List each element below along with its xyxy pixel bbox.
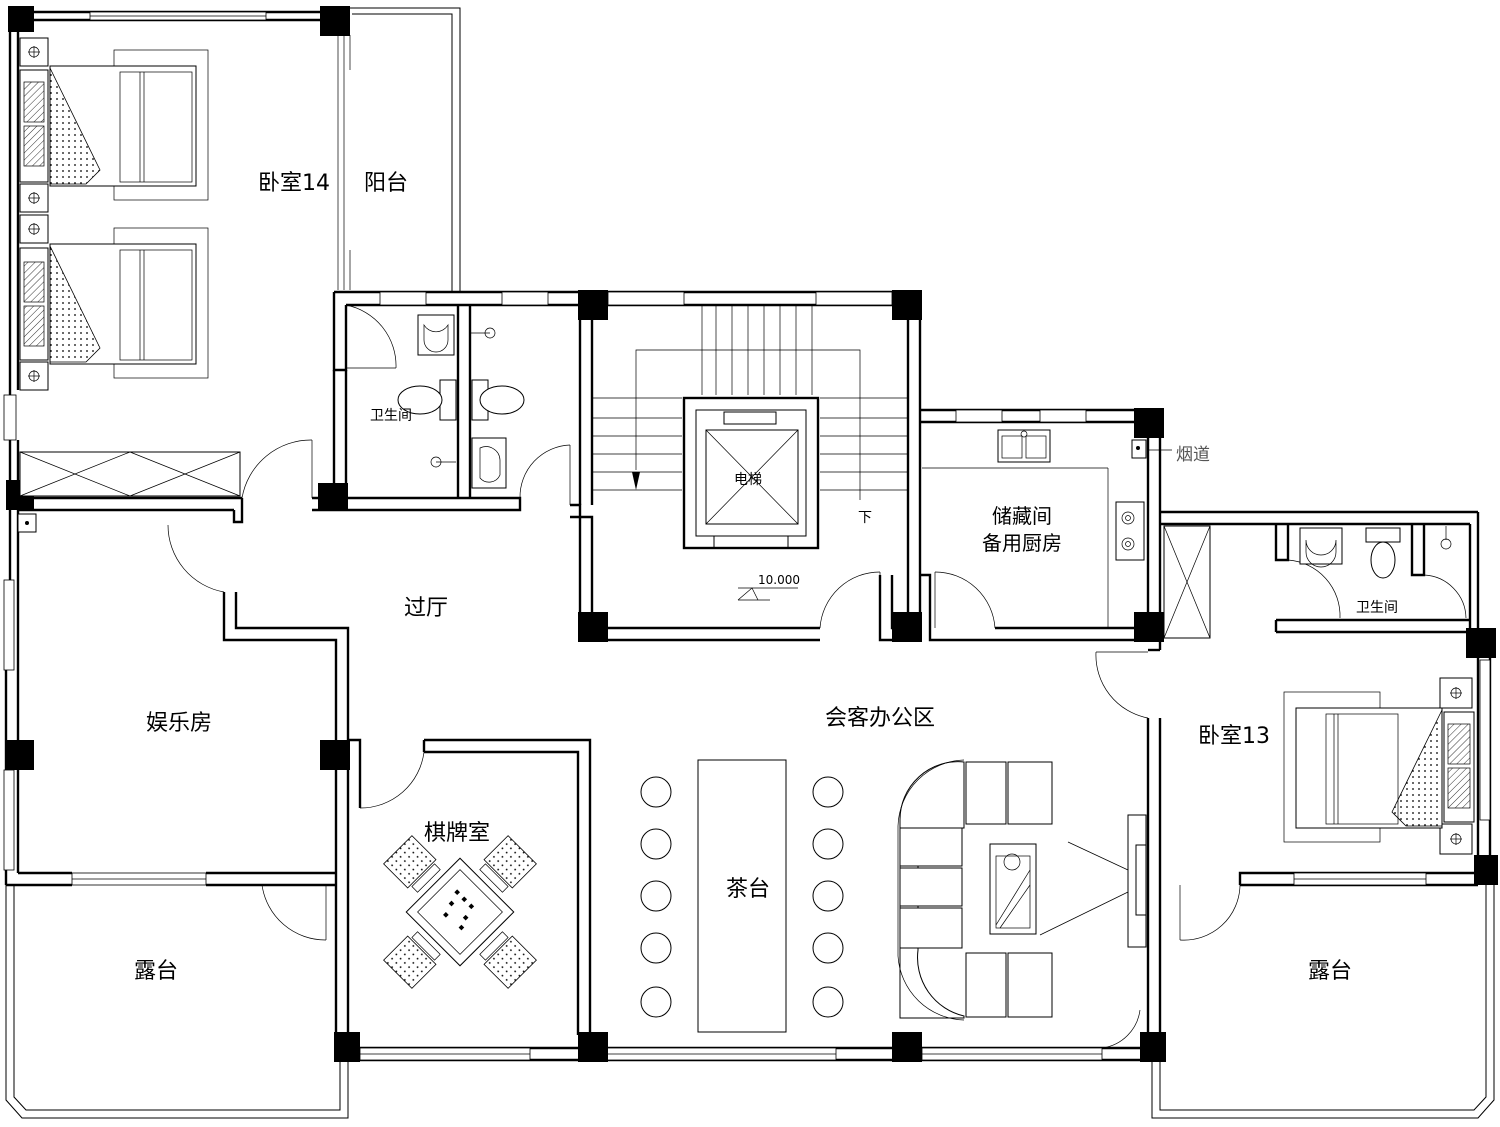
bathroom-right-fixtures <box>1163 525 1452 639</box>
tv-unit <box>1039 814 1147 948</box>
columns <box>6 6 1498 1062</box>
kitchen-fixtures <box>922 429 1172 628</box>
label-stair-down: 下 <box>858 510 872 526</box>
wardrobe <box>17 451 241 533</box>
mahjong-table <box>383 835 537 989</box>
terrace-left-outline <box>5 885 349 1119</box>
doors <box>167 304 1467 1049</box>
label-reception-office: 会客办公区 <box>825 706 935 731</box>
label-bathroom-right: 卫生间 <box>1356 600 1398 616</box>
tea-stools <box>640 776 844 1018</box>
label-hall: 过厅 <box>404 596 448 621</box>
label-elevation: 10.000 <box>758 573 800 587</box>
label-storage: 储藏间 <box>992 504 1052 528</box>
tea-table <box>697 759 787 1033</box>
label-bedroom14: 卧室14 <box>258 171 330 196</box>
label-chess-room: 棋牌室 <box>424 821 490 846</box>
bathroom-left-fixtures <box>397 314 525 489</box>
label-terrace-right: 露台 <box>1308 959 1352 984</box>
stair <box>592 305 908 500</box>
sofa-set <box>897 759 1053 1021</box>
label-bathroom-left: 卫生间 <box>370 408 412 424</box>
label-terrace-left: 露台 <box>134 959 178 984</box>
balcony-outline <box>348 7 461 292</box>
label-entertainment: 娱乐房 <box>146 711 212 736</box>
elevation-marker <box>737 587 798 601</box>
label-spare-kitchen: 备用厨房 <box>982 531 1062 555</box>
bedroom14-furniture <box>19 37 209 391</box>
label-tea-table: 茶台 <box>726 877 770 902</box>
bedroom13-furniture <box>1283 677 1475 855</box>
elevator-shaft <box>682 396 820 550</box>
label-flue: 烟道 <box>1176 445 1210 465</box>
label-bedroom13: 卧室13 <box>1198 724 1270 749</box>
label-elevator: 电梯 <box>734 472 762 488</box>
label-balcony: 阳台 <box>364 171 408 196</box>
terrace-right-outline <box>1151 885 1495 1119</box>
